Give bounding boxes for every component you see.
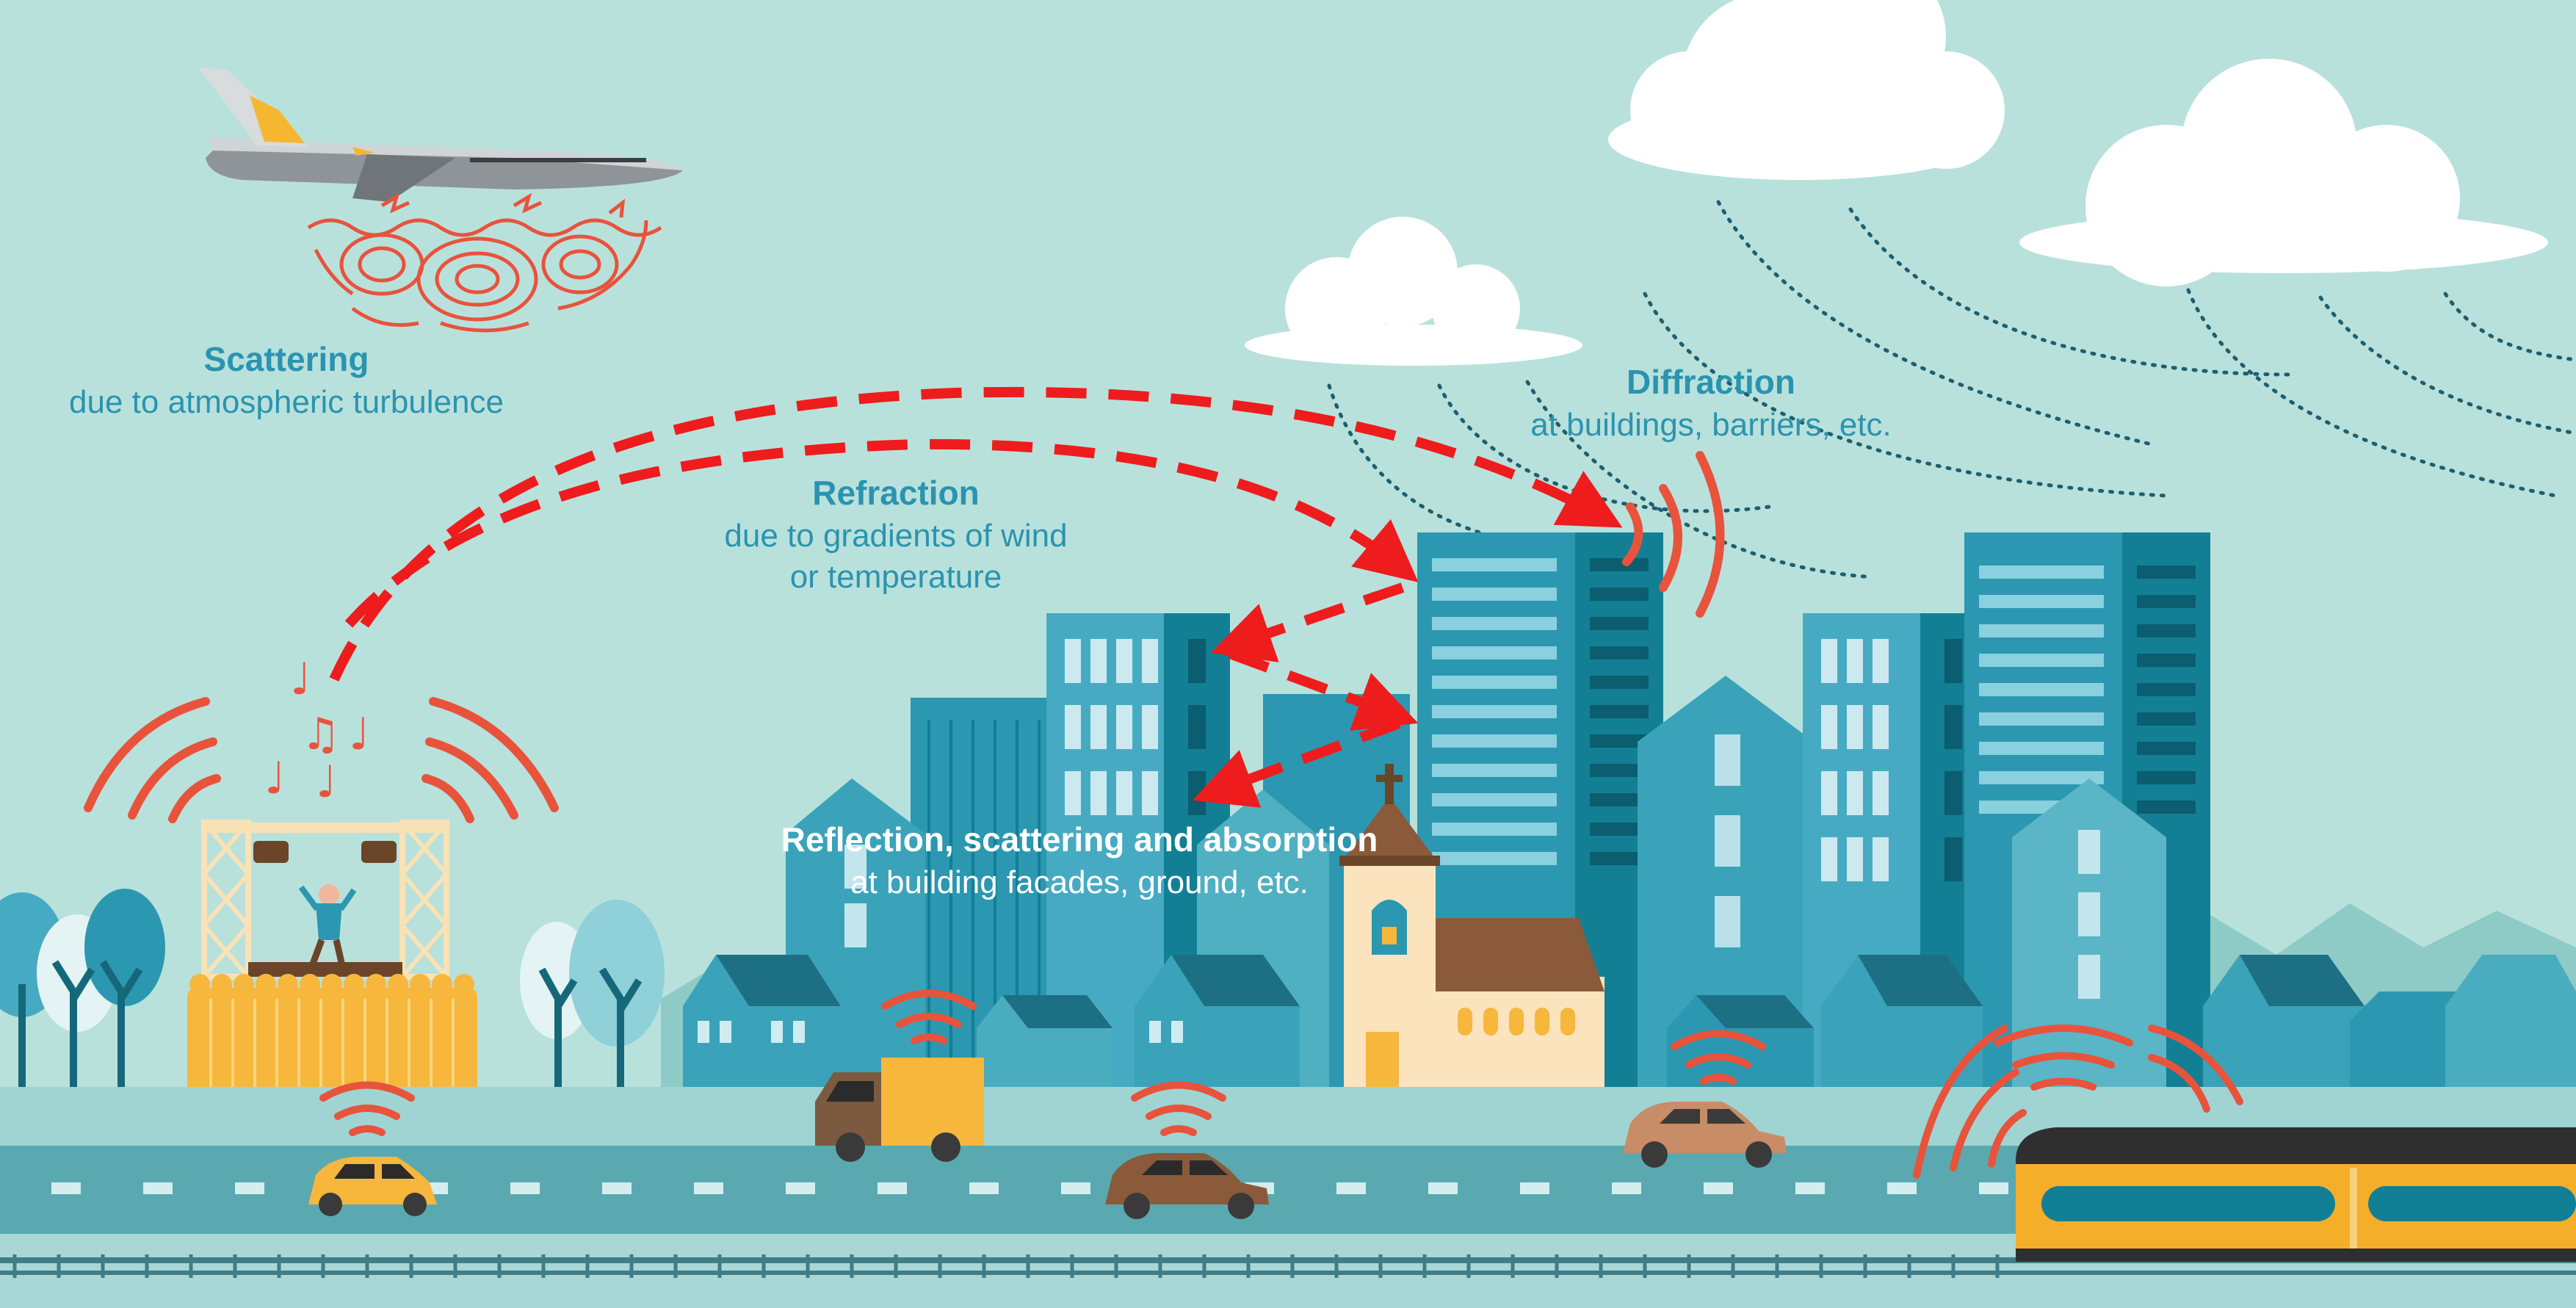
svg-text:♩: ♩ bbox=[316, 756, 336, 808]
refraction-subtitle-line2: or temperature bbox=[789, 559, 1002, 595]
house-icon bbox=[1821, 955, 1983, 1087]
rail-track bbox=[0, 1257, 2576, 1263]
diffraction-subtitle: at buildings, barriers, etc. bbox=[1530, 407, 1892, 443]
house-icon bbox=[683, 955, 841, 1087]
refraction-label: Refraction due to gradients of wind or t… bbox=[661, 476, 1131, 593]
music-note-icon: ♩♫♩♩♩ bbox=[264, 654, 369, 808]
diffraction-title: Diffraction bbox=[1627, 363, 1795, 401]
crowd-detail bbox=[209, 999, 455, 1098]
diffraction-arcs bbox=[1622, 451, 1725, 618]
cloud-icon bbox=[1608, 0, 2005, 180]
crowd-icon bbox=[187, 974, 477, 1098]
scattering-label: Scattering due to atmospheric turbulence bbox=[15, 342, 558, 419]
svg-text:♩: ♩ bbox=[290, 654, 311, 705]
car-icon bbox=[1623, 1102, 1787, 1168]
train-icon bbox=[2016, 1127, 2576, 1262]
turbulence-scattering-pattern bbox=[307, 192, 662, 333]
truck-icon bbox=[815, 1058, 984, 1162]
cloud-icon bbox=[2019, 59, 2548, 286]
scattering-subtitle: due to atmospheric turbulence bbox=[69, 384, 504, 420]
rail-track bbox=[0, 1271, 2576, 1275]
house-icon bbox=[1667, 995, 1814, 1087]
house-icon bbox=[977, 995, 1112, 1087]
house-icon bbox=[2203, 955, 2576, 1087]
reflection-label: Reflection, scattering and absorption at… bbox=[734, 823, 1425, 899]
diffraction-label: Diffraction at buildings, barriers, etc. bbox=[1491, 365, 1931, 441]
refraction-title: Refraction bbox=[812, 474, 980, 512]
refraction-subtitle-line1: due to gradients of wind bbox=[724, 518, 1068, 554]
rail-sleepers bbox=[12, 1254, 2000, 1278]
svg-text:♩: ♩ bbox=[349, 709, 369, 760]
tree-icon bbox=[0, 889, 165, 1087]
house-icon bbox=[1135, 955, 1300, 1087]
sound-wave-arcs bbox=[84, 697, 559, 823]
svg-text:♩: ♩ bbox=[264, 753, 285, 804]
car-icon bbox=[1105, 1153, 1269, 1219]
propagation-rays bbox=[329, 386, 1623, 808]
cloud-icon bbox=[1245, 217, 1582, 366]
church-icon bbox=[1339, 764, 1604, 1087]
tree-icon bbox=[520, 900, 665, 1087]
reflection-subtitle: at building facades, ground, etc. bbox=[850, 864, 1309, 900]
svg-text:♫: ♫ bbox=[301, 709, 341, 760]
scattering-title: Scattering bbox=[203, 340, 369, 378]
stage-icon bbox=[201, 820, 449, 980]
airplane-icon bbox=[198, 68, 683, 202]
vehicle-noise-waves bbox=[319, 989, 2243, 1179]
reflection-title: Reflection, scattering and absorption bbox=[781, 820, 1378, 859]
car-icon bbox=[308, 1157, 437, 1216]
